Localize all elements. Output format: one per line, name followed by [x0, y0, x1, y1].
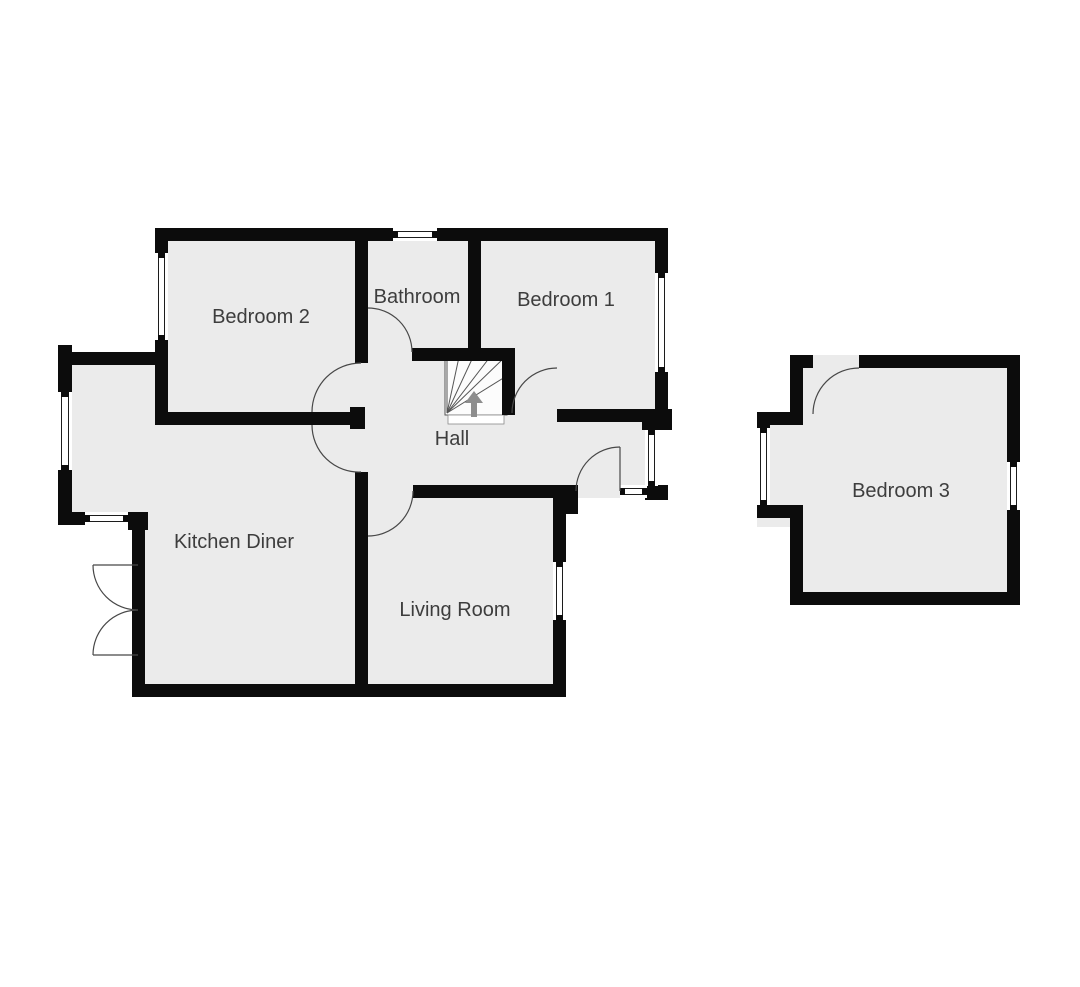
room-label-bedroom-2: Bedroom 2 — [212, 306, 310, 328]
window-end-tick — [393, 231, 398, 238]
wall — [350, 407, 365, 429]
wall — [155, 412, 362, 425]
wall — [412, 348, 515, 361]
stair-tread-line — [446, 356, 491, 414]
window-end-tick — [648, 481, 655, 486]
room-label-hall: Hall — [435, 428, 469, 450]
window-end-tick — [432, 231, 437, 238]
window-end-tick — [85, 515, 90, 522]
window — [393, 228, 437, 241]
window-end-tick — [123, 515, 128, 522]
window-end-tick — [1010, 505, 1017, 510]
room-label-bedroom-3: Bedroom 3 — [852, 480, 950, 502]
wall — [128, 512, 148, 530]
wall — [757, 505, 803, 518]
wall — [355, 348, 368, 361]
stair-tread-line — [446, 356, 506, 414]
wall — [859, 355, 1020, 368]
window — [655, 273, 668, 372]
window-end-tick — [658, 273, 665, 278]
wall — [557, 409, 668, 422]
wall — [642, 409, 672, 430]
wall — [132, 530, 145, 684]
room-fill — [132, 525, 365, 697]
french-door-bottom-arc — [92, 609, 139, 656]
wall — [790, 518, 803, 605]
window-end-tick — [648, 430, 655, 435]
living-room-door-arc — [367, 490, 414, 537]
window-end-tick — [158, 253, 165, 258]
window-end-tick — [158, 335, 165, 340]
wall — [58, 352, 168, 365]
window-end-tick — [556, 615, 563, 620]
bedroom-3-door-arc — [812, 367, 860, 415]
wall — [355, 228, 368, 363]
window — [757, 428, 770, 505]
wall — [566, 498, 578, 514]
room-label-living-room: Living Room — [399, 599, 510, 621]
up-arrow-icon — [471, 403, 477, 417]
window-end-tick — [760, 428, 767, 433]
room-label-bedroom-1: Bedroom 1 — [517, 289, 615, 311]
room-fill — [790, 355, 1020, 605]
wall — [790, 592, 1020, 605]
bedroom-2-door-arc — [311, 362, 362, 413]
window-end-tick — [61, 392, 69, 397]
wall — [355, 472, 368, 697]
window-end-tick — [1010, 462, 1017, 467]
window-end-tick — [658, 367, 665, 372]
window — [1007, 462, 1020, 510]
stair-tread-line — [446, 356, 474, 414]
kitchen-door-arc — [311, 424, 362, 473]
window — [85, 512, 128, 525]
window — [58, 392, 72, 470]
window-end-tick — [556, 562, 563, 567]
front-door-arc — [575, 446, 621, 492]
window — [553, 562, 566, 620]
wall — [790, 355, 803, 417]
window-end-tick — [61, 465, 69, 470]
wall — [468, 228, 481, 361]
room-fill — [355, 485, 566, 697]
bathroom-door-arc — [367, 307, 413, 353]
wall — [132, 684, 566, 697]
window-end-tick — [760, 500, 767, 505]
window — [155, 253, 168, 340]
stair-tread-line — [446, 356, 460, 414]
room-label-bathroom: Bathroom — [374, 286, 461, 308]
window-end-tick — [620, 488, 625, 495]
room-label-kitchen-diner: Kitchen Diner — [174, 531, 294, 553]
up-arrow-icon — [465, 391, 483, 403]
french-door-top-arc — [92, 564, 139, 611]
window-end-tick — [642, 488, 647, 495]
bedroom-1-door-arc — [511, 367, 558, 414]
window — [645, 430, 658, 486]
wall — [502, 348, 515, 415]
wall — [413, 485, 578, 498]
